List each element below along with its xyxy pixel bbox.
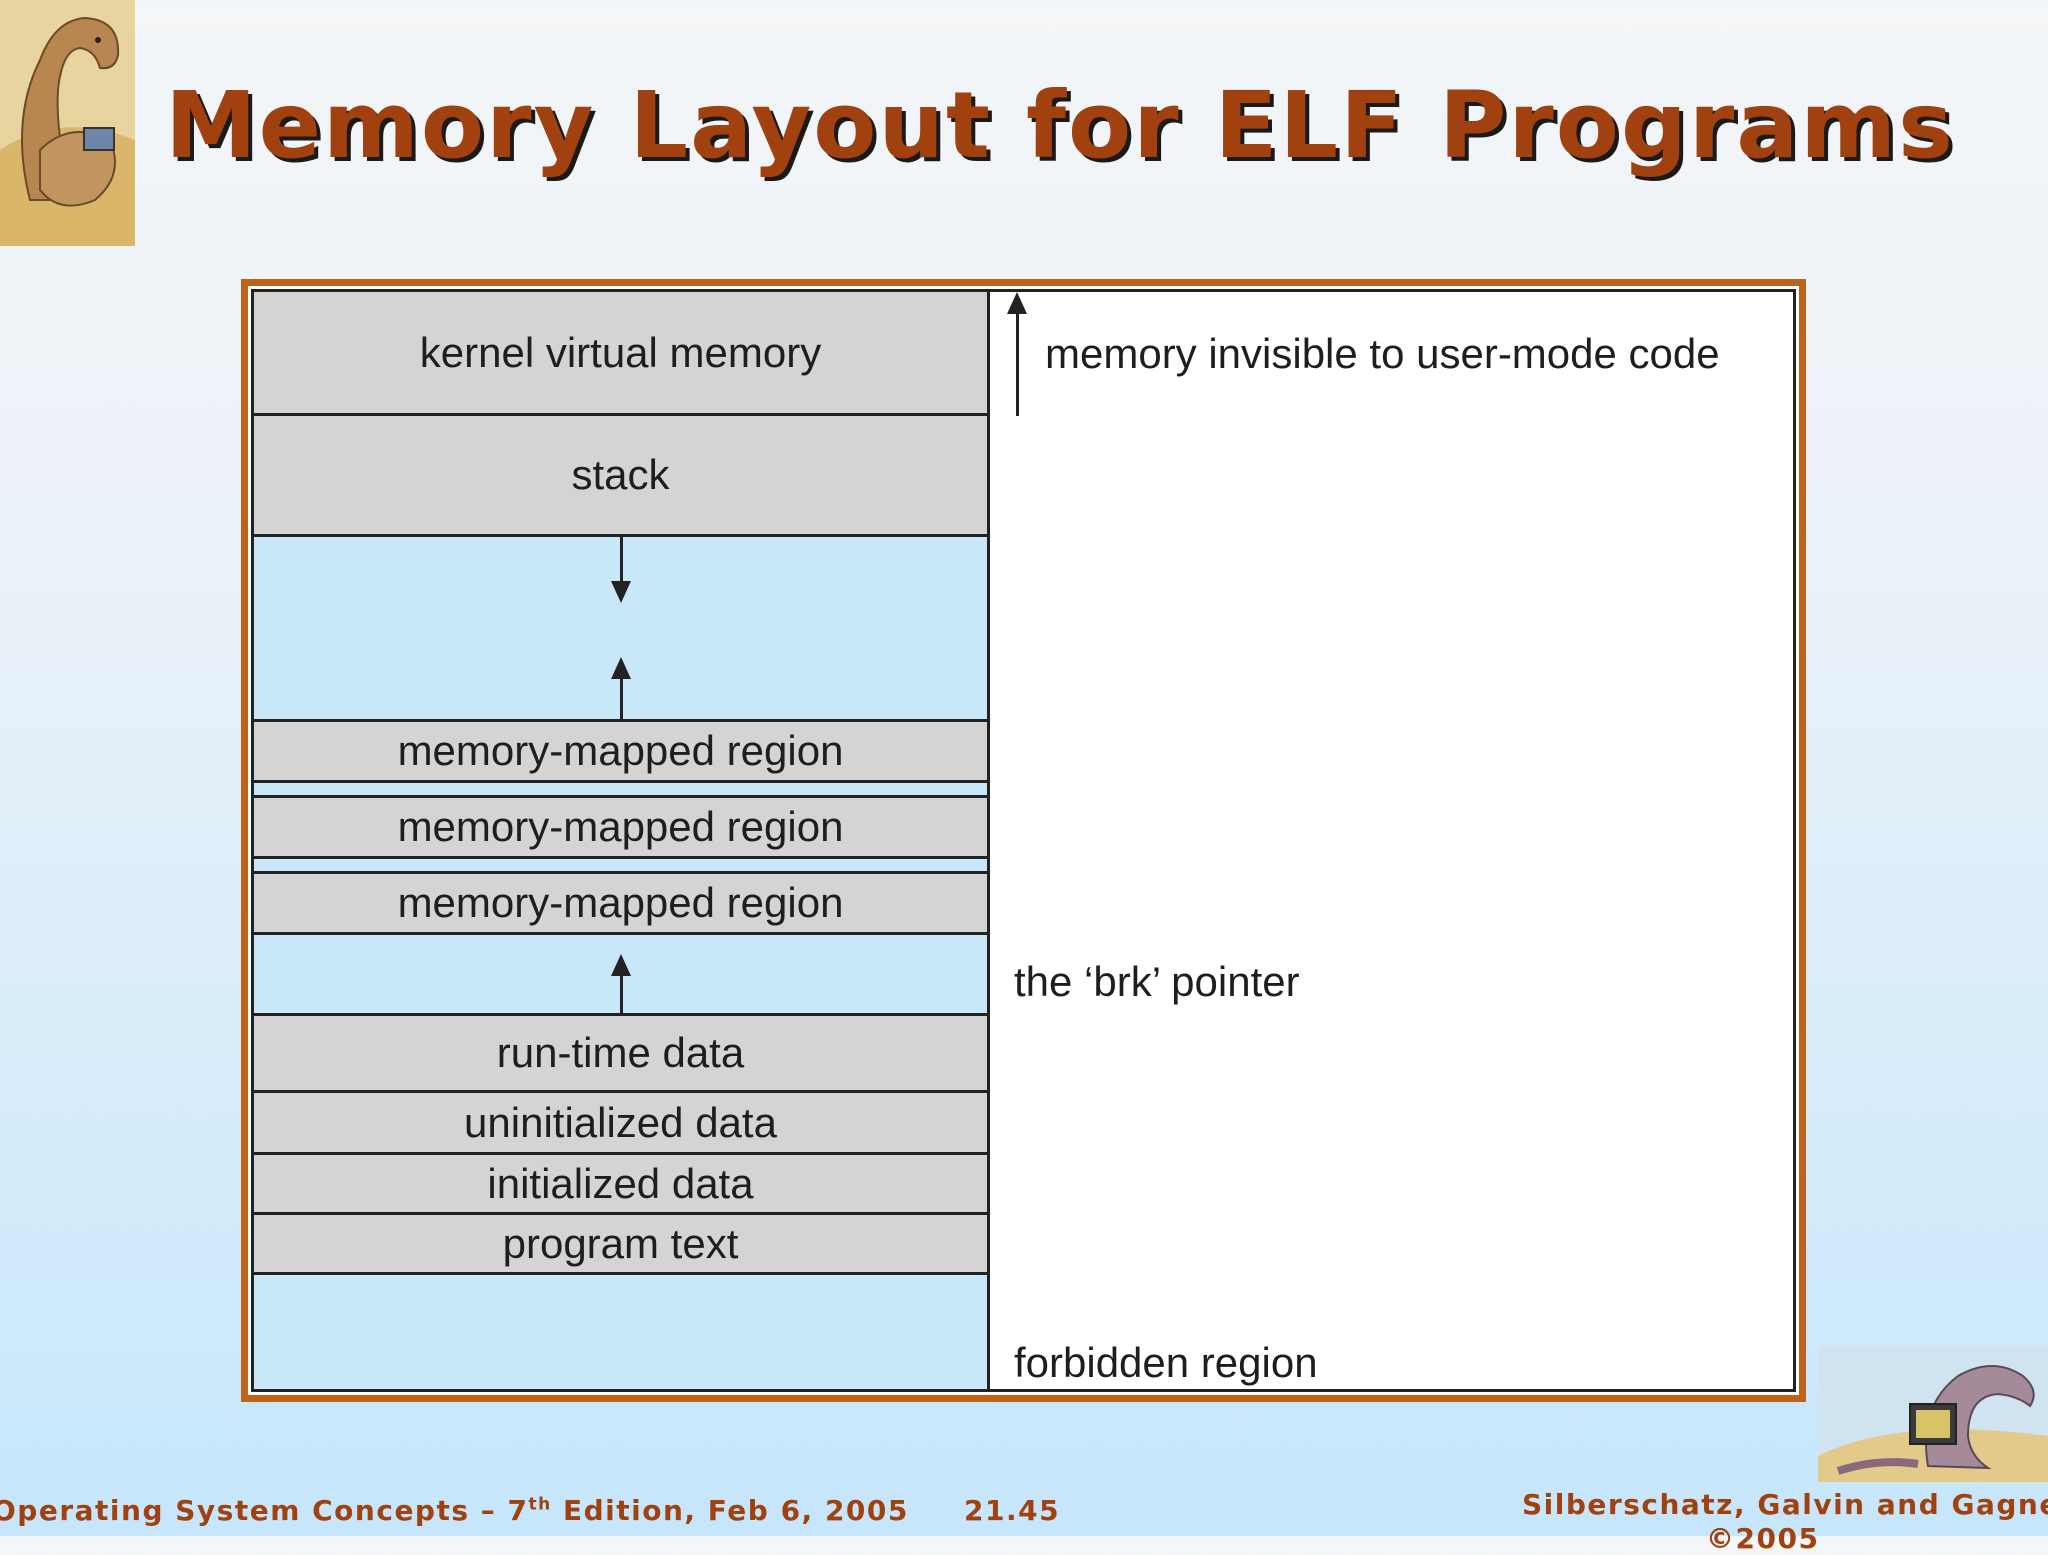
address-space-column: kernel virtual memory stack memory-mappe… <box>254 292 990 1389</box>
region-program-text: program text <box>254 1212 987 1275</box>
footer-book-title: Operating System Concepts – 7th Edition,… <box>0 1494 909 1527</box>
region-label: initialized data <box>487 1159 754 1207</box>
footer-book-prefix: Operating System Concepts – 7 <box>0 1494 529 1527</box>
label-invisible-memory: memory invisible to user-mode code <box>1045 330 1720 377</box>
region-label: stack <box>571 451 670 498</box>
region-memory-mapped-1: memory-mapped region <box>254 719 987 783</box>
region-stack: stack <box>254 413 987 537</box>
dinosaur-illustration-top-left <box>0 0 135 246</box>
label-brk-pointer: the ‘brk’ pointer <box>1014 958 1300 1005</box>
region-label: memory-mapped region <box>397 727 844 774</box>
region-memory-mapped-3: memory-mapped region <box>254 871 987 935</box>
region-run-time-data: run-time data <box>254 1013 987 1093</box>
slide-title: Memory Layout for ELF Programs <box>165 72 1955 179</box>
region-uninitialized-data: uninitialized data <box>254 1090 987 1155</box>
memory-layout-diagram: kernel virtual memory stack memory-mappe… <box>241 279 1806 1402</box>
footer-authors: Silberschatz, Galvin and Gagne <box>1522 1488 2048 1521</box>
footer-copyright: ©2005 <box>1706 1522 1820 1555</box>
dinosaur-illustration-bottom-right <box>1818 1346 2048 1482</box>
footer-book-sup: th <box>528 1494 552 1515</box>
region-label: program text <box>502 1219 739 1267</box>
region-initialized-data: initialized data <box>254 1152 987 1215</box>
footer-page-number: 21.45 <box>964 1494 1061 1527</box>
label-forbidden-region: forbidden region <box>1014 1339 1318 1386</box>
region-label: kernel virtual memory <box>419 328 822 376</box>
footer-book-suffix: Edition, Feb 6, 2005 <box>551 1494 909 1527</box>
region-label: uninitialized data <box>464 1098 777 1146</box>
region-label: memory-mapped region <box>397 879 844 926</box>
diagram-inner-frame: kernel virtual memory stack memory-mappe… <box>251 289 1796 1392</box>
region-label: run-time data <box>496 1029 745 1076</box>
region-kernel-virtual-memory: kernel virtual memory <box>254 292 987 416</box>
region-label: memory-mapped region <box>397 803 844 850</box>
region-memory-mapped-2: memory-mapped region <box>254 795 987 859</box>
